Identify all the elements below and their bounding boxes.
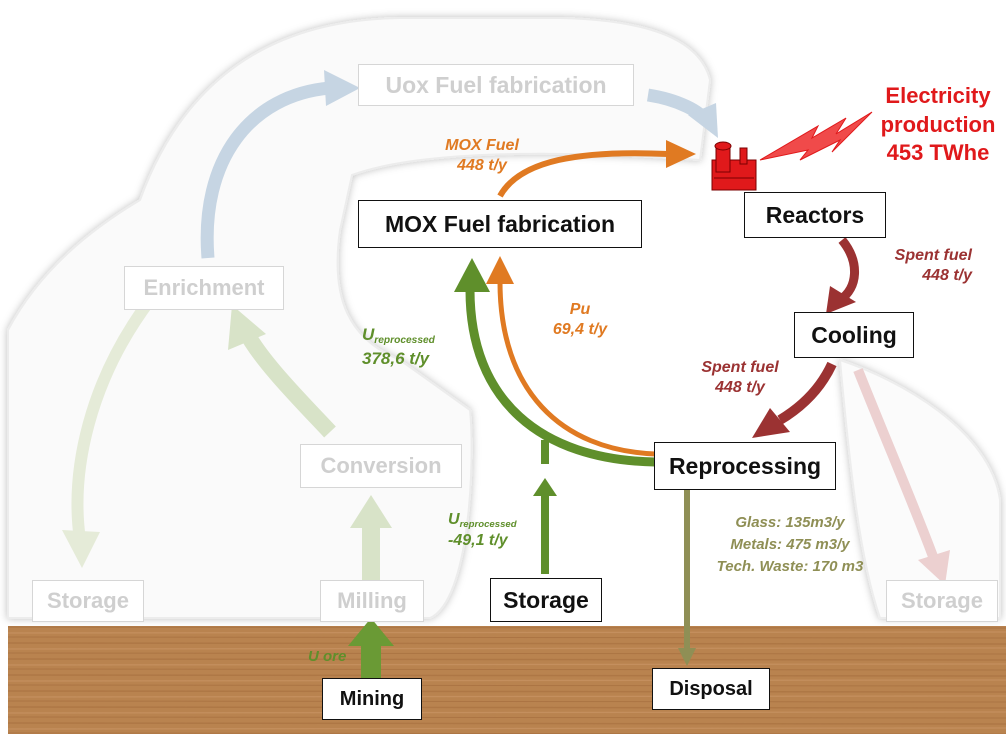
arrow-storage-to-reprocessing-flow [541, 490, 549, 574]
node-milling: Milling [320, 580, 424, 622]
arrow-reactors-to-cooling [837, 237, 859, 304]
waste-label: Glass: 135m3/y Metals: 475 m3/y Tech. Wa… [690, 512, 890, 577]
arrow-head-uox [324, 70, 360, 106]
flow-u-reprocessed-2-main: U [448, 511, 460, 528]
electricity-production-label: Electricity production 453 TWhe [870, 82, 1006, 168]
node-enrichment: Enrichment [124, 266, 284, 310]
electricity-line-1: Electricity [885, 83, 991, 108]
flow-pu-label: Pu 69,4 t/y [540, 300, 620, 340]
arrow-cooling-to-storage-right [853, 368, 940, 564]
node-storage-mid: Storage [490, 578, 602, 622]
arrow-head-mox [666, 140, 696, 168]
node-reactors: Reactors [744, 192, 886, 238]
flow-mox-fuel-name: MOX Fuel [445, 137, 519, 154]
arrow-reprocessing-to-mox-pu [497, 281, 656, 457]
flow-spent-fuel-2-label: Spent fuel 448 t/y [690, 358, 790, 398]
arrow-mox-to-reactors [497, 150, 669, 198]
lightning-bolt-icon [759, 111, 873, 161]
reactor-plant-icon [711, 141, 757, 191]
flow-u-reprocessed-1-main: U [362, 325, 375, 344]
flow-spent-fuel-2-value: 448 t/y [715, 379, 765, 396]
flow-spent-fuel-2-name: Spent fuel [701, 359, 779, 376]
arrow-head-storage-mid [533, 478, 557, 496]
arrow-enrichment-to-storage [71, 296, 155, 541]
node-cooling: Cooling [794, 312, 914, 358]
flow-spent-fuel-1-label: Spent fuel 448 t/y [870, 246, 972, 286]
arrow-head-mox-pu [486, 256, 514, 284]
node-reprocessing: Reprocessing [654, 442, 836, 490]
arrow-enrichment-to-uox [200, 81, 331, 259]
waste-glass: Glass: 135m3/y [735, 514, 845, 531]
ground [8, 626, 1006, 734]
node-disposal: Disposal [652, 668, 770, 710]
node-mox-fuel-fabrication: MOX Fuel fabrication [358, 200, 642, 248]
node-uox-fuel-fabrication: Uox Fuel fabrication [358, 64, 634, 106]
arrow-conversion-to-enrichment [237, 326, 336, 438]
flow-u-reprocessed-1-label: Ureprocessed 378,6 t/y [362, 324, 435, 369]
node-storage-left: Storage [32, 580, 144, 622]
connector-storage-up [541, 440, 549, 464]
flow-spent-fuel-1-value: 448 t/y [922, 267, 972, 284]
flow-mox-fuel-label: MOX Fuel 448 t/y [436, 136, 528, 176]
flow-pu-value: 69,4 t/y [552, 321, 608, 338]
flow-u-reprocessed-1-value: 378,6 t/y [362, 348, 430, 368]
node-storage-right: Storage [886, 580, 998, 622]
flow-u-reprocessed-2-value: -49,1 t/y [448, 531, 508, 549]
arrow-cooling-to-reprocessing [777, 361, 837, 425]
arrow-head-disposal [678, 648, 696, 666]
arrow-reprocessing-to-disposal [684, 490, 690, 654]
node-conversion: Conversion [300, 444, 462, 488]
arrow-head-storage-right [918, 550, 950, 585]
arrow-head-enrichment [228, 305, 266, 350]
arrow-head-mox-uranium [454, 258, 490, 292]
waste-metals: Metals: 475 m3/y [730, 535, 850, 553]
arrow-reprocessing-to-mox-uranium [465, 289, 656, 467]
arrow-milling-to-conversion [362, 520, 380, 582]
flow-u-reprocessed-2-label: Ureprocessed -49,1 t/y [448, 510, 517, 551]
electricity-line-3: 453 TWhe [886, 140, 990, 166]
flow-u-reprocessed-2-sub: reprocessed [459, 519, 517, 530]
arrow-head-reprocessing [752, 408, 790, 438]
node-mining: Mining [322, 678, 422, 720]
electricity-line-2: production [880, 111, 996, 137]
flow-mox-fuel-value: 448 t/y [457, 157, 507, 174]
flow-u-reprocessed-1-sub: reprocessed [374, 335, 435, 346]
flow-u-ore-label: U ore [308, 648, 347, 665]
front-end-region [7, 17, 712, 619]
arrow-head-cooling [826, 286, 856, 314]
flow-pu-name: Pu [569, 301, 591, 318]
arrow-head-conversion [350, 495, 392, 528]
arrow-head-reactor-faded [688, 103, 718, 138]
arrow-mining-to-milling [361, 638, 381, 684]
flow-spent-fuel-1-name: Spent fuel [894, 247, 972, 264]
waste-tech: Tech. Waste: 170 m3 [716, 557, 864, 575]
arrow-head-storage-left [62, 530, 100, 568]
arrow-head-milling [348, 618, 394, 646]
